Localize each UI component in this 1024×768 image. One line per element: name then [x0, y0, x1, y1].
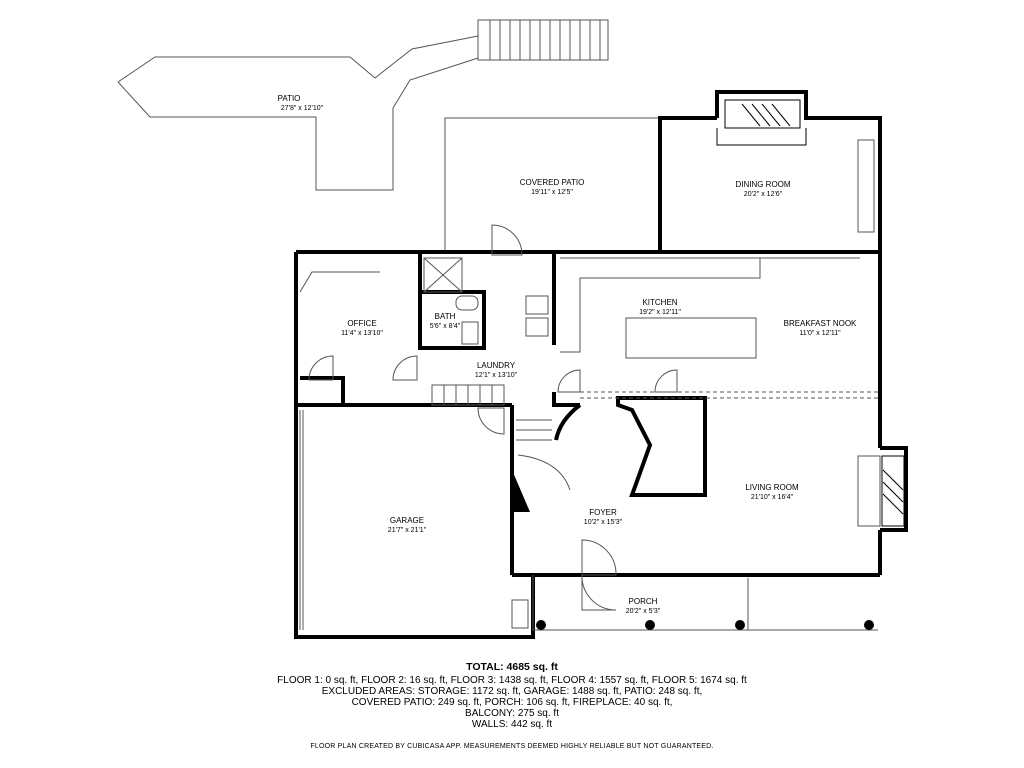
laundry-label: LAUNDRY — [477, 361, 516, 370]
foyer-stair-wall — [554, 403, 582, 441]
breakfast-dims: 11'0" x 12'11" — [799, 330, 841, 337]
walls-area: WALLS: 442 sq. ft — [471, 719, 553, 730]
floor-areas: FLOOR 1: 0 sq. ft, FLOOR 2: 16 sq. ft, F… — [277, 675, 747, 686]
laundry-dims: 12'1" x 13'10" — [475, 372, 518, 379]
excluded-areas: EXCLUDED AREAS: STORAGE: 1172 sq. ft, GA… — [321, 686, 703, 697]
balcony-area: BALCONY: 275 sq. ft — [465, 708, 559, 719]
patio-stairs — [477, 19, 609, 61]
living-fireplace — [857, 455, 905, 527]
foyer-dims: 10'2" x 15'3" — [584, 519, 623, 526]
foyer-stair-triangle — [512, 470, 530, 512]
garage-dims: 21'7" x 21'1" — [388, 527, 427, 534]
foyer-label: FOYER — [589, 508, 617, 517]
interior-lines — [299, 257, 880, 631]
covered-patio-label: COVERED PATIO — [520, 178, 585, 187]
patio-dims: 27'8" x 12'10" — [281, 105, 324, 112]
bath-dims: 5'6" x 8'4" — [430, 323, 461, 330]
dining-dims: 20'2" x 12'6" — [744, 191, 783, 198]
breakfast-label: BREAKFAST NOOK — [784, 319, 857, 328]
covered-patio-outline — [444, 117, 660, 252]
office-dims: 11'4" x 13'10" — [341, 330, 383, 337]
dining-fireplace — [716, 99, 807, 146]
porch-dims: 20'2" x 5'3" — [626, 608, 661, 615]
office-label: OFFICE — [347, 319, 376, 328]
total-area: TOTAL: 4685 sq. ft — [466, 661, 558, 673]
excluded-areas-cont: COVERED PATIO: 249 sq. ft, PORCH: 106 sq… — [351, 697, 673, 708]
porch-label: PORCH — [629, 597, 658, 606]
living-dims: 21'10" x 16'4" — [751, 494, 794, 501]
door-swings — [308, 224, 678, 611]
kitchen-label: KITCHEN — [642, 298, 677, 307]
living-label: LIVING ROOM — [745, 483, 799, 492]
exterior-walls — [294, 250, 908, 639]
dining-walls — [658, 90, 882, 252]
central-column — [616, 396, 707, 497]
porch-posts — [536, 620, 874, 630]
kitchen-dims: 19'2" x 12'11" — [639, 309, 681, 316]
patio-area — [117, 35, 479, 191]
covered-patio-dims: 19'11" x 12'5" — [531, 189, 573, 196]
bath-label: BATH — [435, 312, 456, 321]
patio-label: PATIO — [278, 94, 301, 103]
dining-label: DINING ROOM — [735, 180, 790, 189]
disclaimer: FLOOR PLAN CREATED BY CUBICASA APP. MEAS… — [310, 743, 714, 750]
garage-label: GARAGE — [390, 516, 424, 525]
dining-built-in — [857, 139, 875, 233]
